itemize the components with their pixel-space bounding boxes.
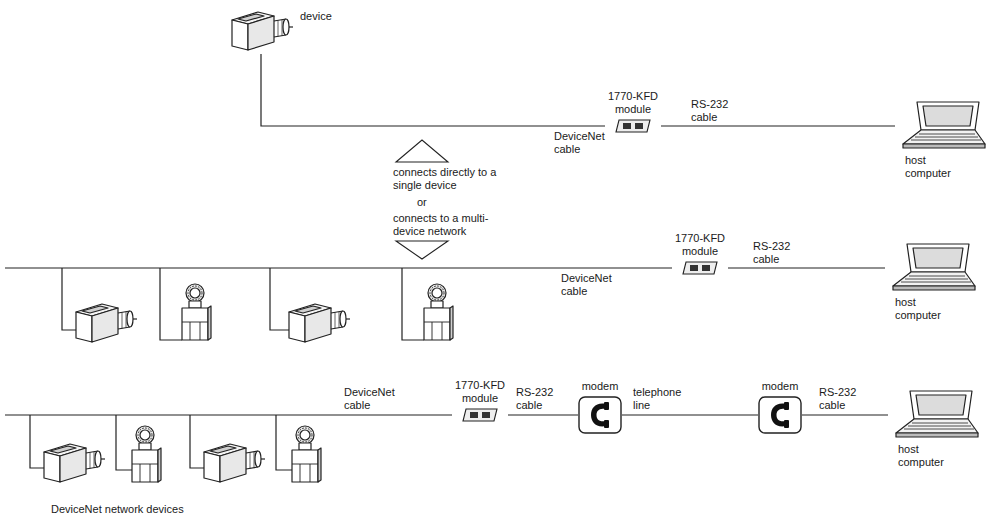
laptop-icon [895, 100, 987, 152]
annotation-label: connects directly to a single device [392, 166, 512, 192]
cable-connector [728, 267, 885, 268]
cable-label: telephone line [632, 386, 690, 412]
node-label: device [294, 6, 332, 23]
drop-line [30, 415, 44, 468]
device-icon [76, 304, 137, 342]
valve-icon [132, 426, 161, 482]
annotation-label: DeviceNet cable [343, 386, 401, 412]
device-icon [289, 304, 350, 342]
annotation-label: or [416, 196, 428, 209]
drop-line [190, 415, 204, 468]
node-label: host computer [895, 296, 959, 322]
laptop-icon [885, 242, 977, 294]
annotation-label: DeviceNet network devices [50, 503, 185, 516]
host-computer: host computer [895, 100, 987, 180]
down-triangle [396, 241, 448, 259]
device-icon [228, 6, 294, 54]
annotation-label: DeviceNet cable [560, 272, 618, 298]
valve-icon [182, 284, 211, 340]
node-label: 1770-KFD module [605, 90, 661, 116]
valve-icon [292, 426, 321, 482]
interface-module: 1770-KFD module [452, 379, 508, 423]
cable-connector [661, 125, 895, 126]
node-label: host computer [898, 443, 962, 469]
drop-line [62, 268, 76, 330]
drop-line [116, 415, 132, 470]
device-icon [44, 444, 105, 482]
valve-icon [424, 284, 453, 340]
module-icon [681, 260, 719, 276]
drop-line [402, 268, 424, 340]
cable-connector [802, 414, 888, 415]
drop-line [270, 268, 289, 330]
node-label: 1770-KFD module [452, 379, 508, 405]
drop-line [160, 268, 182, 340]
interface-module: 1770-KFD module [672, 232, 728, 276]
bus-line [5, 414, 452, 415]
modem-icon [578, 396, 622, 434]
bus-line [5, 267, 672, 268]
cable-label: RS-232 cable [515, 386, 573, 412]
cable-label: DeviceNet cable [553, 130, 611, 156]
cable-label: RS-232 cable [818, 386, 876, 412]
drop-line [276, 415, 292, 470]
host-computer: host computer [885, 242, 977, 322]
cable-connector [508, 414, 578, 415]
node-label: modem [582, 380, 619, 393]
module-icon [614, 118, 652, 134]
cable-label: RS-232 cable [752, 240, 810, 266]
modem-node: modem [758, 380, 802, 434]
cable-label: RS-232 cable [690, 98, 748, 124]
interface-module: 1770-KFD module [605, 90, 661, 134]
annotation-label: connects to a multi-device network [392, 212, 512, 238]
node-label: host computer [905, 154, 969, 180]
laptop-icon [888, 389, 980, 441]
module-icon [461, 407, 499, 423]
node-label: 1770-KFD module [672, 232, 728, 258]
up-triangle [396, 140, 448, 162]
device-icon [204, 444, 265, 482]
host-computer: host computer [888, 389, 980, 469]
node-label: modem [762, 380, 799, 393]
devicenet-bus [5, 268, 672, 470]
cable-connector [622, 414, 758, 415]
cable-connector [261, 54, 605, 126]
device-node: device [228, 6, 332, 54]
modem-node: modem [578, 380, 622, 434]
modem-icon [758, 396, 802, 434]
